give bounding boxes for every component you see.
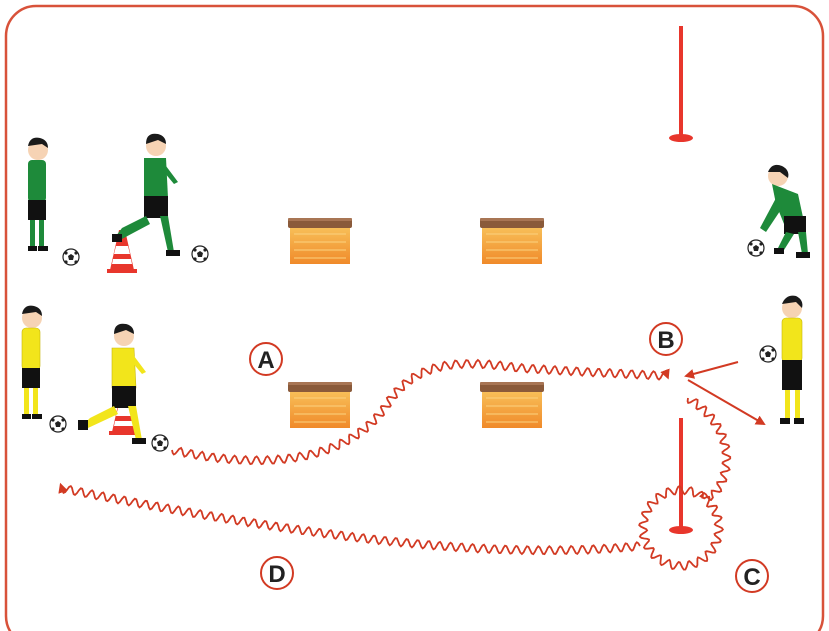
hurdle-icon — [288, 382, 352, 428]
label-a: A — [250, 343, 282, 375]
ball-icon — [50, 416, 66, 432]
player-icon — [22, 306, 42, 419]
label-c: C — [736, 560, 768, 592]
ball-icon — [760, 346, 776, 362]
hurdle-icon — [480, 218, 544, 264]
label-c-text: C — [743, 564, 760, 591]
pole-icon — [669, 418, 693, 534]
label-b: B — [650, 323, 682, 355]
dribble-path-a — [172, 360, 668, 464]
label-a-text: A — [257, 347, 274, 374]
player-icon — [112, 134, 180, 256]
player-icon — [760, 165, 810, 258]
ball-icon — [63, 249, 79, 265]
pass-arrow-out — [688, 380, 764, 424]
pass-arrow-in — [686, 362, 738, 376]
ball-icon — [192, 246, 208, 262]
ball-icon — [748, 240, 764, 256]
dribble-path-d — [61, 485, 640, 554]
dribble-path-c — [639, 398, 730, 570]
ball-icon — [152, 435, 168, 451]
label-d-text: D — [268, 561, 285, 588]
pole-icon — [669, 26, 693, 142]
label-d: D — [261, 557, 293, 589]
field-border — [6, 6, 823, 631]
player-icon — [28, 138, 48, 251]
player-icon — [780, 296, 804, 424]
label-b-text: B — [657, 327, 674, 354]
hurdle-icon — [288, 218, 352, 264]
hurdle-icon — [480, 382, 544, 428]
player-icon — [78, 324, 146, 444]
